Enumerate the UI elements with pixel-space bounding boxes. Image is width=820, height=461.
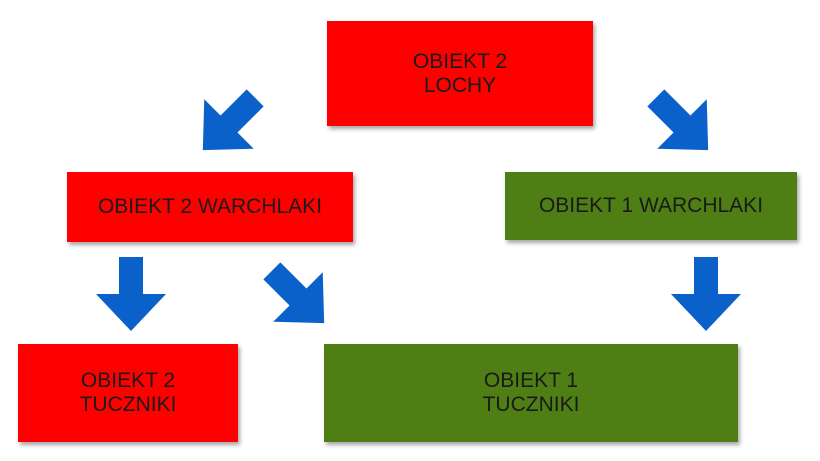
- arrow-down-right-icon: [647, 89, 709, 151]
- node-label-line: OBIEKT 1 WARCHLAKI: [538, 194, 764, 218]
- node-label-line: OBIEKT 1: [483, 369, 579, 393]
- node-obiekt2-tuczniki: OBIEKT 2 TUCZNIKI: [18, 344, 238, 442]
- arrow-down-icon: [671, 257, 741, 331]
- node-label-line: OBIEKT 2: [80, 369, 176, 393]
- node-label-line: LOCHY: [423, 73, 497, 97]
- node-label-line: OBIEKT 2: [412, 49, 508, 73]
- arrow-down-right-icon: [263, 262, 325, 324]
- arrow-down-left-icon: [202, 89, 264, 151]
- node-obiekt1-warchlaki: OBIEKT 1 WARCHLAKI: [505, 172, 797, 240]
- arrow-down-icon: [96, 257, 166, 331]
- node-label-line: TUCZNIKI: [79, 393, 177, 416]
- node-obiekt2-warchlaki: OBIEKT 2 WARCHLAKI: [67, 172, 353, 242]
- node-label-line: OBIEKT 2 WARCHLAKI: [97, 195, 323, 219]
- node-obiekt2-lochy: OBIEKT 2 LOCHY: [327, 21, 593, 126]
- node-obiekt1-tuczniki: OBIEKT 1 TUCZNIKI: [324, 344, 738, 442]
- node-label-line: TUCZNIKI: [482, 393, 580, 416]
